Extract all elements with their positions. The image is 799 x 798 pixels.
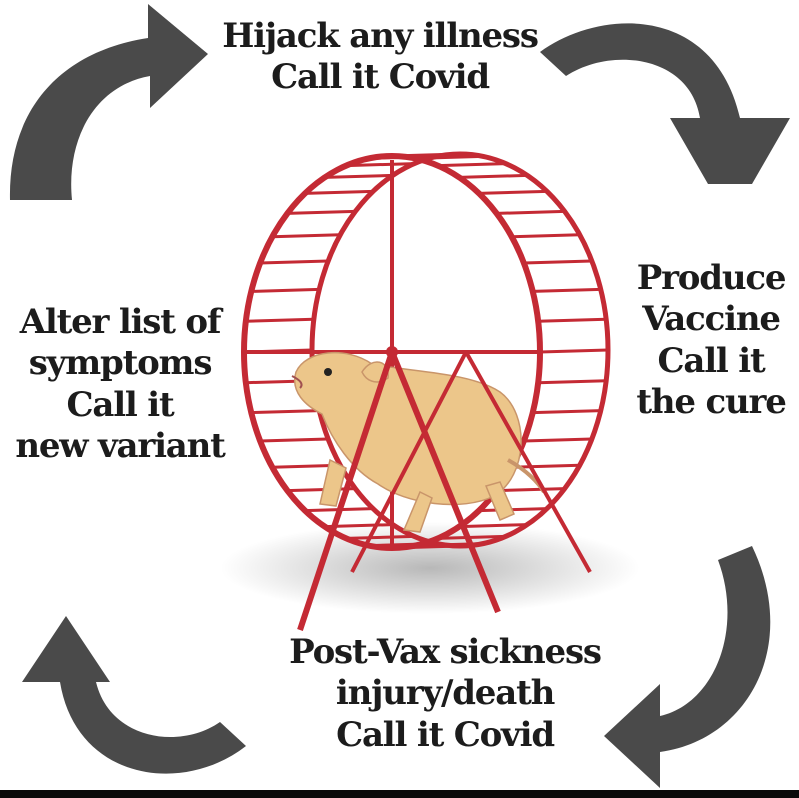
wheel-rung xyxy=(260,437,329,443)
wheel-rung xyxy=(496,209,565,215)
text-line: Call it xyxy=(66,384,175,425)
wheel-rung xyxy=(272,233,341,239)
wheel-rung xyxy=(478,507,548,513)
wheel-rung xyxy=(478,189,548,195)
curved-arrow-top-right-icon xyxy=(540,23,790,184)
wheel-rung xyxy=(511,233,580,239)
text-line: Alter list of xyxy=(19,302,222,342)
wheel-rung xyxy=(523,259,592,265)
step-post-vax-sickness: Post-Vax sickness injury/death Call it C… xyxy=(250,632,640,756)
text-line: Post-Vax sickness xyxy=(289,632,602,672)
stand-leg-back-right xyxy=(464,351,592,573)
curved-arrow-top-left-icon xyxy=(9,4,209,200)
text-line: Call it xyxy=(657,340,766,381)
text-line: Call it Covid xyxy=(271,57,490,98)
text-line: Vaccine xyxy=(642,299,781,340)
text-line: the cure xyxy=(636,382,786,423)
wheel-rung xyxy=(415,154,484,160)
wheel-rung xyxy=(532,409,601,415)
step-alter-symptoms: Alter list of symptoms Call it new varia… xyxy=(0,302,240,468)
wheel-rung xyxy=(511,463,580,469)
wheel-rung xyxy=(437,534,506,540)
wheel-rung xyxy=(538,379,607,385)
wheel-hub xyxy=(386,346,398,358)
stand-leg-right xyxy=(389,350,501,614)
wheel-rung xyxy=(287,209,356,215)
step-hijack-illness: Hijack any illness Call it Covid xyxy=(180,16,580,99)
wheel-rung xyxy=(523,437,592,443)
text-line: injury/death xyxy=(335,673,555,714)
curved-arrow-bottom-left-icon xyxy=(22,616,246,774)
wheel-rung xyxy=(459,173,528,179)
wheel-rung xyxy=(346,162,415,168)
text-line: Call it Covid xyxy=(336,714,555,755)
text-line: Hijack any illness xyxy=(222,16,539,56)
wheel-rung xyxy=(324,173,393,179)
wheel-rungs xyxy=(243,152,609,550)
text-line: Produce xyxy=(636,258,787,298)
stand-leg-back-left xyxy=(350,351,468,573)
stand-leg-left xyxy=(297,351,395,631)
wheel-rung xyxy=(251,409,320,415)
text-line: symptoms xyxy=(28,343,213,384)
wheel-rung xyxy=(346,534,415,540)
wheel-rung xyxy=(532,287,601,293)
wheel-rung xyxy=(304,189,374,195)
text-line: new variant xyxy=(15,426,226,467)
wheel-rung xyxy=(437,162,506,168)
wheel-shadow xyxy=(220,522,640,614)
curved-arrow-bottom-right-icon xyxy=(604,546,771,788)
wheel-rung xyxy=(496,487,565,493)
wheel-rung xyxy=(245,317,314,323)
wheel-rung xyxy=(260,259,329,265)
wheel-rung xyxy=(459,523,528,529)
wheel-rung xyxy=(538,317,607,323)
bottom-border xyxy=(0,790,799,798)
wheel-rung xyxy=(251,287,320,293)
wheel-rung xyxy=(539,348,609,354)
step-produce-vaccine: Produce Vaccine Call it the cure xyxy=(626,258,796,424)
hamster-figure xyxy=(291,351,546,533)
